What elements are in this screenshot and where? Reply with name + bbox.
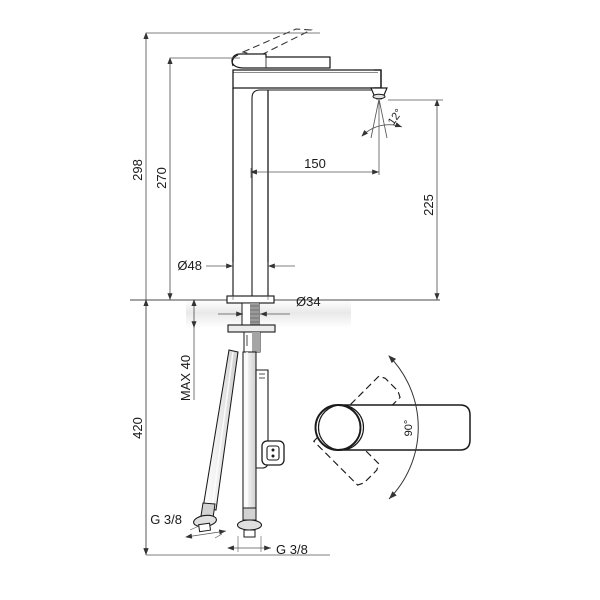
dimension-total-height: 298	[130, 32, 320, 555]
dimension-base-diameter: Ø48	[177, 258, 295, 300]
dim-thread-left-label: G 3/8	[150, 512, 182, 527]
supply-hose-angled	[193, 349, 239, 533]
dimension-counter-thickness: MAX 40	[178, 299, 197, 401]
dim-spout-reach-label: 150	[304, 156, 326, 171]
dimension-body-height: 270	[154, 57, 240, 300]
dim-shank-diameter-label: Ø34	[296, 294, 321, 309]
base-flange	[226, 295, 275, 304]
handle-top-view: 90°	[312, 355, 471, 500]
dimension-spout-height: 225	[388, 99, 443, 300]
faucet-column	[232, 88, 269, 300]
dim-below-counter-label: 420	[130, 417, 145, 439]
faucet-front-view	[193, 28, 388, 538]
threaded-shank	[241, 302, 260, 328]
dim-swivel-angle-label: 90°	[403, 420, 415, 437]
body-inner-profile	[251, 89, 372, 300]
dim-counter-thickness-label: MAX 40	[178, 355, 193, 401]
supply-hose-vertical	[236, 351, 263, 538]
dimension-swivel-angle: 90°	[388, 355, 419, 500]
dimension-spout-reach: 150	[250, 156, 379, 178]
dimension-shank-diameter: Ø34	[218, 294, 321, 317]
dim-body-height-label: 270	[154, 167, 169, 189]
dim-total-height-label: 298	[130, 159, 145, 181]
dimension-thread-right: G 3/8	[227, 536, 308, 557]
spout-arm	[232, 69, 382, 89]
dim-spout-height-label: 225	[421, 194, 436, 216]
lever-handle	[231, 53, 331, 69]
mounting-nut	[227, 324, 276, 353]
connector-fitting	[261, 440, 285, 466]
dimension-below-counter: 420	[130, 299, 330, 556]
handle-pivot	[314, 404, 365, 451]
spray-cone	[370, 98, 388, 175]
aerator	[370, 87, 388, 100]
dim-thread-right-label: G 3/8	[276, 542, 308, 557]
dim-base-diameter-label: Ø48	[177, 258, 202, 273]
dimension-thread-left: G 3/8	[150, 512, 227, 539]
